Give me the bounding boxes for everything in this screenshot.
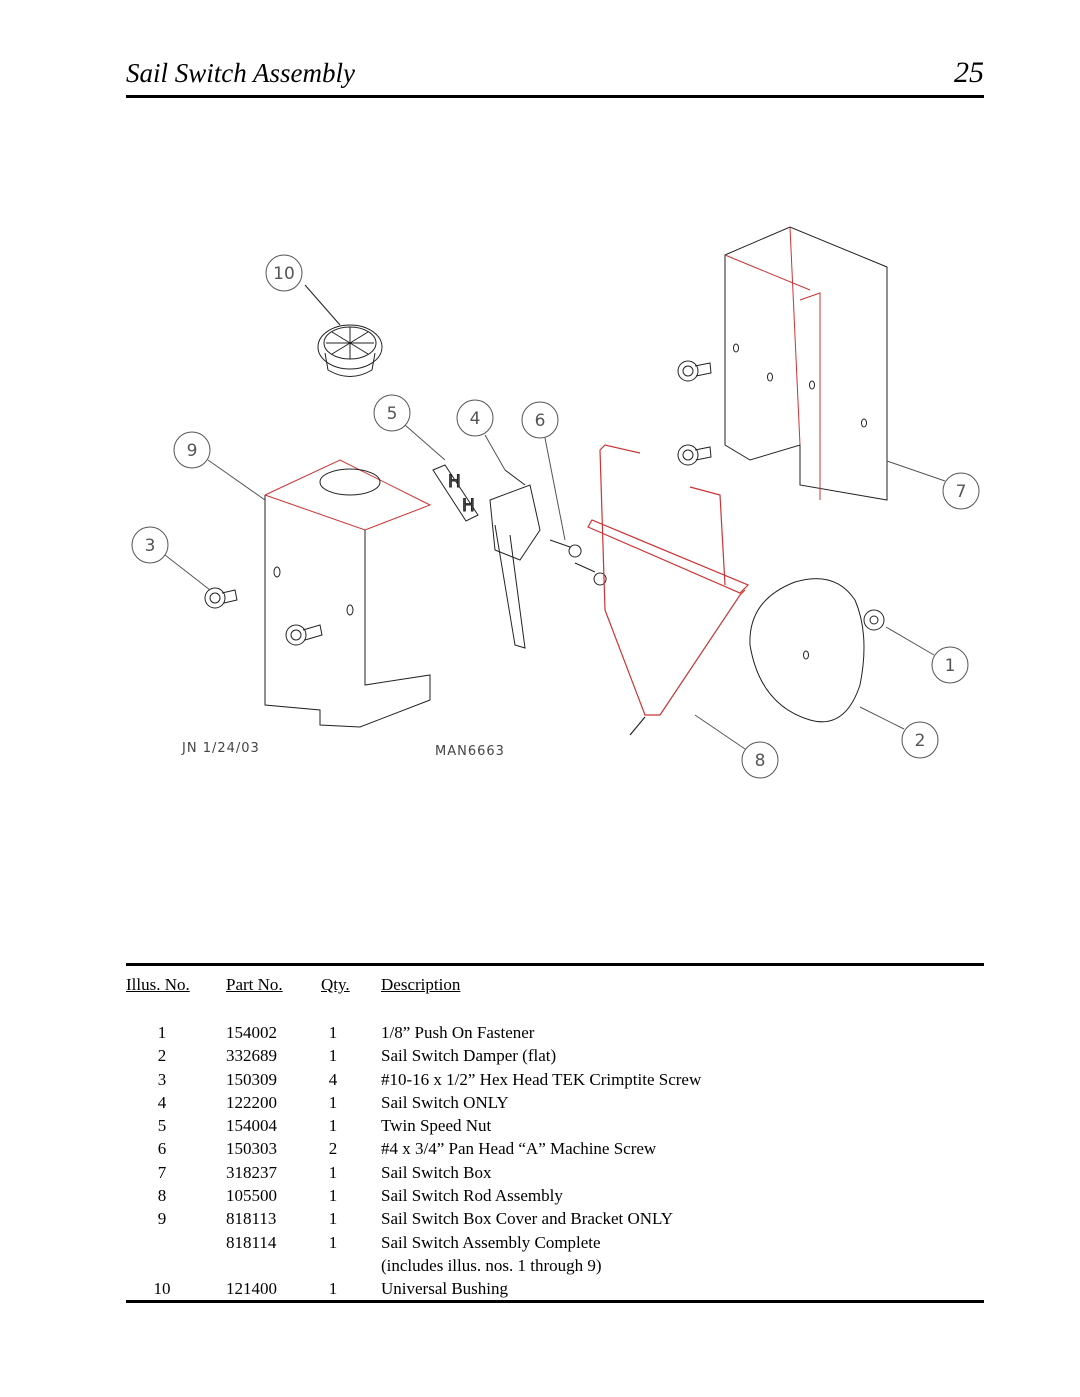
cell-part-no: 818113	[226, 1209, 277, 1229]
page-header: Sail Switch Assembly 25	[126, 56, 984, 96]
cell-qty: 1	[328, 1232, 338, 1252]
cell-qty: 1	[328, 1162, 338, 1182]
machine-screw-drawing	[549, 539, 607, 586]
cell-description: #4 x 3/4” Pan Head “A” Machine Screw	[381, 1139, 657, 1159]
switch-box-drawing	[724, 226, 888, 501]
callout-2: 2	[915, 731, 926, 751]
header-illus-no: Illus. No.	[126, 975, 190, 994]
callout-8: 8	[755, 751, 766, 771]
cell-illus-no	[126, 1254, 226, 1277]
header-rule	[126, 95, 984, 98]
header-description: Description	[381, 975, 461, 994]
table-row: 10 121400 1 Universal Bushing	[126, 1277, 984, 1300]
table-top-rule	[126, 963, 984, 966]
cell-qty: 1	[328, 1186, 338, 1206]
svg-text:H: H	[462, 496, 475, 516]
table-row: 818114 1 Sail Switch Assembly Complete	[126, 1231, 984, 1254]
cell-part-no: 105500	[226, 1186, 277, 1206]
cell-illus-no: 1	[157, 1023, 167, 1042]
cell-description: 1/8” Push On Fastener	[381, 1023, 535, 1042]
sail-switch-drawing	[489, 469, 541, 649]
cell-qty: 1	[328, 1279, 338, 1299]
drawing-stamp: JN 1/24/03	[181, 741, 260, 756]
table-row: 7 318237 1 Sail Switch Box	[126, 1161, 984, 1184]
callout-5: 5	[387, 404, 398, 424]
cell-qty: 2	[328, 1139, 338, 1159]
push-on-fastener-drawing	[863, 609, 885, 631]
cell-part-no: 121400	[226, 1279, 277, 1299]
cell-illus-no: 8	[157, 1186, 167, 1206]
table-row: 6 150303 2 #4 x 3/4” Pan Head “A” Machine S…	[126, 1137, 984, 1160]
cell-illus-no: 3	[157, 1069, 167, 1089]
universal-bushing-drawing	[304, 284, 383, 377]
cell-qty: 1	[328, 1092, 338, 1112]
cell-illus-no: 4	[157, 1092, 167, 1112]
cell-description: Sail Switch Rod Assembly	[381, 1186, 563, 1206]
callout-9: 9	[187, 441, 198, 461]
table-row: 9 818113 1 Sail Switch Box Cover and Bracke…	[126, 1207, 984, 1230]
cell-part-no: 122200	[226, 1092, 277, 1112]
callout-6: 6	[535, 411, 546, 431]
table-row: (includes illus. nos. 1 through 9)	[126, 1254, 984, 1277]
cell-illus-no	[126, 1231, 226, 1254]
cell-part-no: 818114	[226, 1232, 277, 1252]
cell-part-no: 150309	[226, 1069, 277, 1089]
cell-illus-no: 9	[157, 1209, 167, 1229]
rod-assembly-drawing	[587, 444, 750, 736]
table-row: 4 122200 1 Sail Switch ONLY	[126, 1091, 984, 1114]
cell-description: Twin Speed Nut	[381, 1116, 492, 1136]
cell-part-no: 154004	[226, 1116, 277, 1136]
callout-4: 4	[470, 409, 481, 429]
cell-illus-no: 2	[157, 1046, 167, 1066]
cell-description: Sail Switch Box Cover and Bracket ONLY	[381, 1209, 673, 1229]
cell-qty: 1	[328, 1116, 338, 1136]
cell-description: Sail Switch Assembly Complete	[381, 1232, 601, 1252]
cell-description: Sail Switch Box	[381, 1162, 492, 1182]
page-number: 25	[954, 56, 984, 89]
cell-part-no: 154002	[226, 1023, 277, 1042]
callout-10: 10	[273, 264, 295, 284]
cell-part-no	[226, 1254, 321, 1277]
cell-qty: 1	[328, 1209, 338, 1229]
cell-illus-no: 5	[157, 1116, 167, 1136]
cell-part-no: 318237	[226, 1162, 277, 1182]
drawing-number: MAN6663	[435, 744, 505, 759]
table-header-row: Illus. No. Part No. Qty. Description	[126, 975, 984, 997]
cell-qty: 1	[328, 1023, 338, 1042]
speed-nut-drawing: H H	[432, 464, 479, 522]
callout-1: 1	[945, 656, 956, 676]
cell-description: #10-16 x 1/2” Hex Head TEK Crimptite Scr…	[381, 1069, 702, 1089]
cell-qty: 1	[328, 1046, 338, 1066]
box-cover-bracket-drawing	[264, 459, 432, 728]
cell-description: Sail Switch ONLY	[381, 1092, 509, 1112]
cell-part-no: 332689	[226, 1046, 277, 1066]
table-bottom-rule	[126, 1300, 984, 1303]
header-qty: Qty.	[321, 975, 350, 994]
cell-description: (includes illus. nos. 1 through 9)	[381, 1255, 602, 1275]
cell-description: Universal Bushing	[381, 1279, 509, 1299]
cell-part-no: 150303	[226, 1139, 277, 1159]
cell-qty	[321, 1254, 381, 1277]
svg-text:H: H	[448, 472, 461, 492]
hex-screw-drawing	[204, 360, 712, 646]
table-row: 5 154004 1 Twin Speed Nut	[126, 1114, 984, 1137]
callout-3: 3	[145, 536, 156, 556]
table-row: 3 150309 4 #10-16 x 1/2” Hex Head TEK Crimp…	[126, 1068, 984, 1091]
damper-disc-drawing	[749, 578, 865, 723]
cell-illus-no: 6	[157, 1139, 167, 1159]
cell-description: Sail Switch Damper (flat)	[381, 1046, 557, 1066]
header-part-no: Part No.	[226, 975, 283, 994]
table-row: 8 105500 1 Sail Switch Rod Assembly	[126, 1184, 984, 1207]
cell-illus-no: 7	[157, 1162, 167, 1182]
callout-7: 7	[956, 482, 967, 502]
table-row: 2 332689 1 Sail Switch Damper (flat)	[126, 1044, 984, 1067]
cell-qty: 4	[328, 1069, 338, 1089]
page-title: Sail Switch Assembly	[126, 58, 355, 88]
cell-illus-no: 10	[153, 1279, 171, 1299]
table-row: 1 154002 1 1/8” Push On Fastener	[126, 1021, 984, 1044]
exploded-parts-diagram: H H	[100, 215, 1000, 805]
